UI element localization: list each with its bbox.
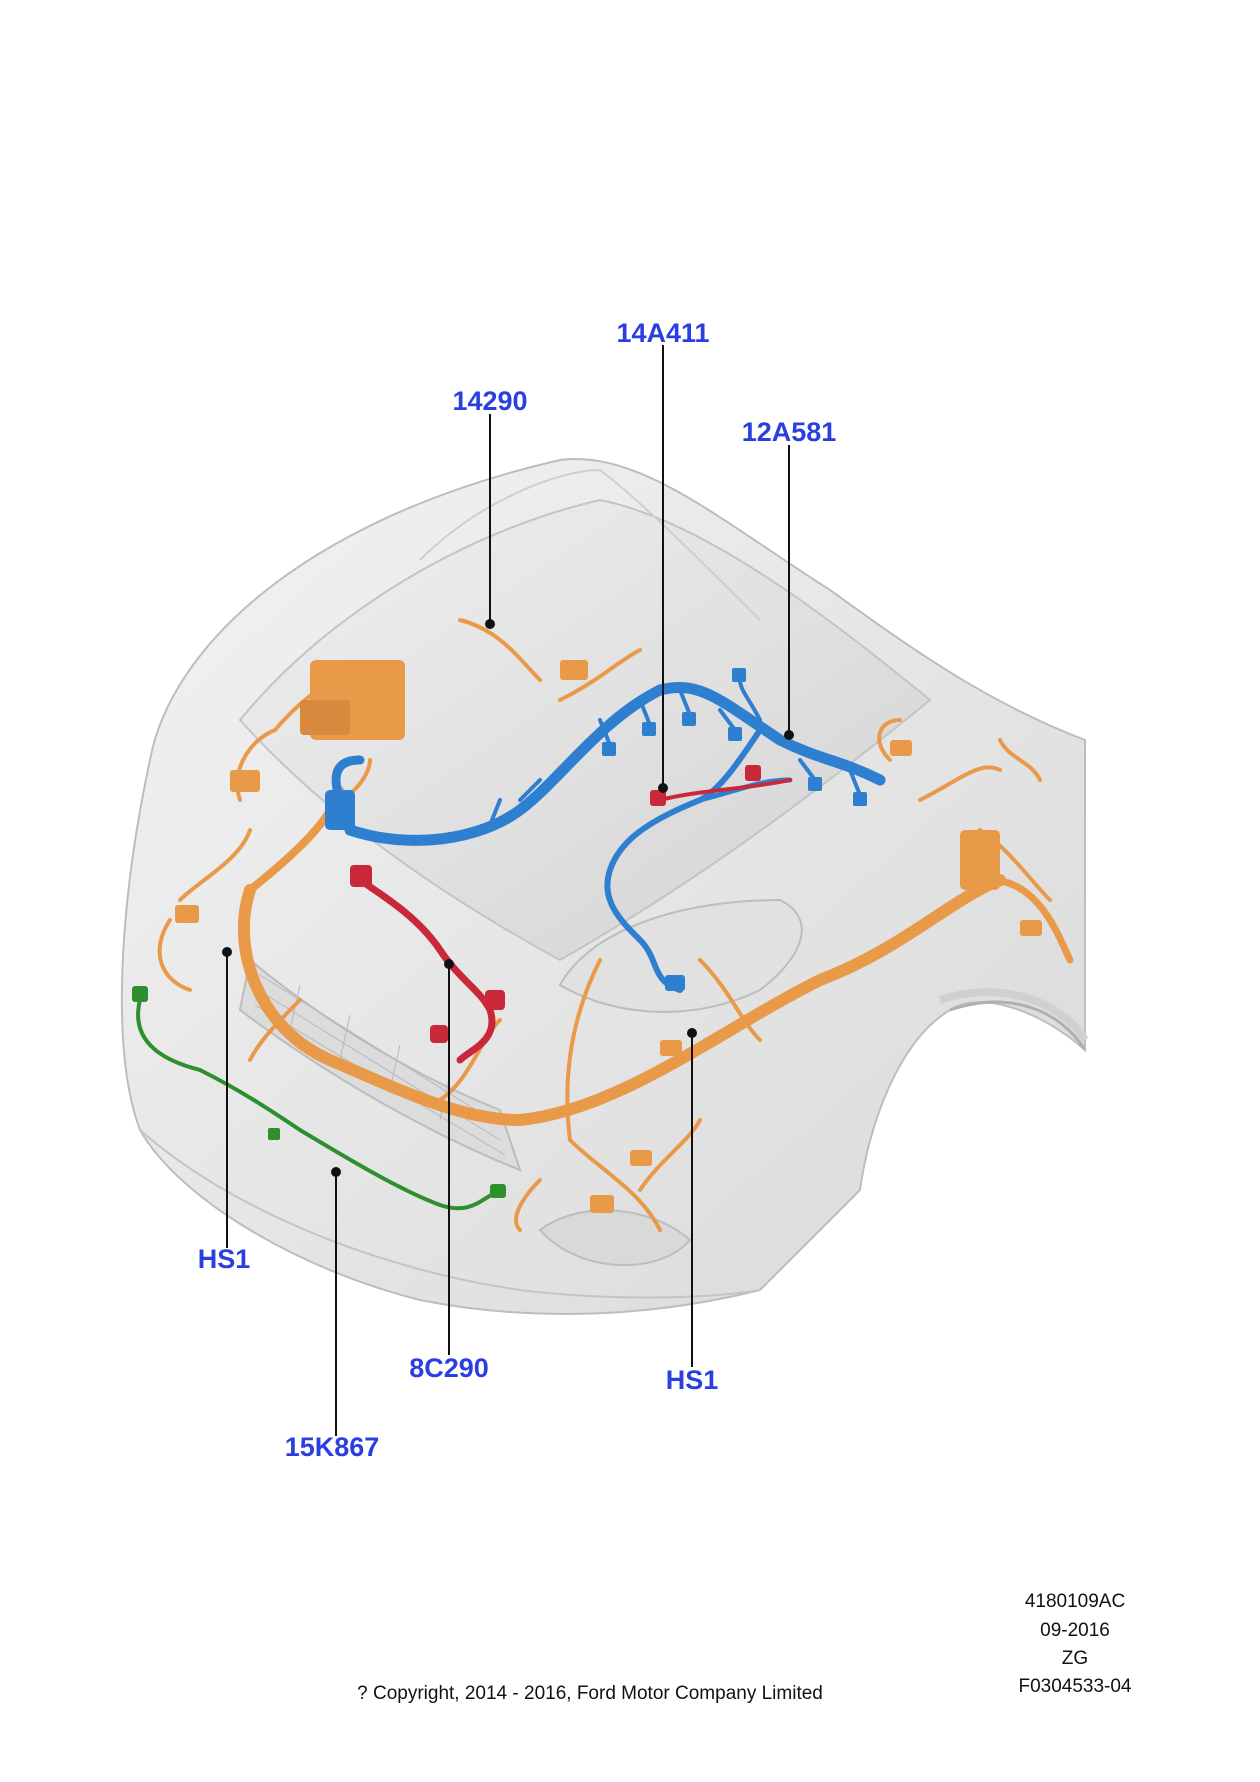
callout-leaders [222, 345, 794, 1436]
leader-14A411 [658, 345, 668, 793]
harness-orange [157, 618, 1074, 1232]
harness-green [132, 986, 506, 1211]
callout-label-8C290: 8C290 [409, 1353, 489, 1383]
callout-label-HS1-right: HS1 [665, 1365, 719, 1395]
harness-red [350, 765, 792, 1064]
leader-HS1-right [687, 1028, 697, 1367]
leader-14290 [485, 414, 495, 629]
vehicle-body [120, 458, 1089, 1315]
leader-HS1-left [222, 947, 232, 1248]
figure-id: F0304533-04 [1018, 1676, 1132, 1697]
leader-15K867 [331, 1167, 341, 1436]
callout-label-HS1-left: HS1 [197, 1244, 251, 1274]
leader-12A581 [784, 445, 794, 740]
figure-ref-code: 4180109AC [1024, 1591, 1126, 1612]
callout-label-12A581: 12A581 [741, 417, 837, 447]
figure-date: 09-2016 [1040, 1620, 1110, 1641]
callout-label-15K867: 15K867 [284, 1432, 380, 1462]
harness-blue [325, 668, 886, 993]
leader-8C290 [444, 959, 454, 1355]
callout-label-14290: 14290 [452, 386, 528, 416]
callout-label-14A411: 14A411 [616, 318, 710, 348]
figure-variant: ZG [1061, 1648, 1089, 1669]
copyright-notice: ? Copyright, 2014 - 2016, Ford Motor Com… [357, 1683, 823, 1704]
